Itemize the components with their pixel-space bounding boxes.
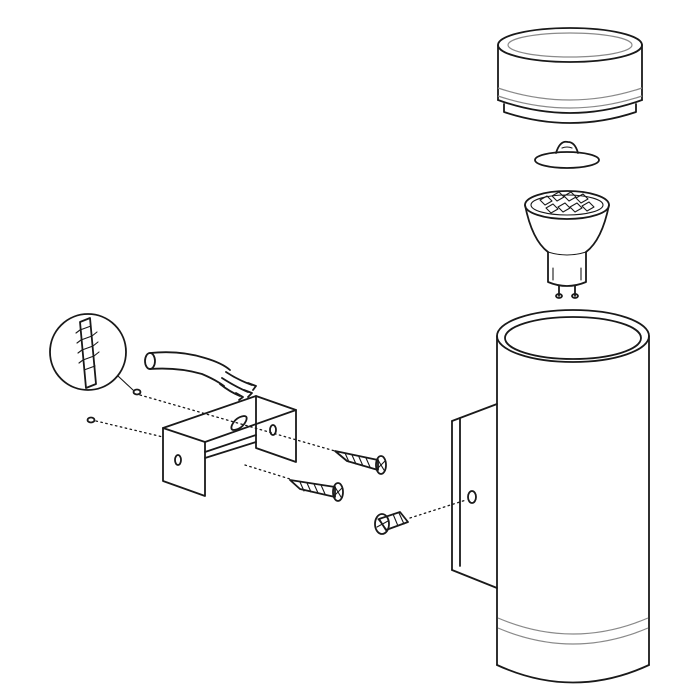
bracket-hole-icon [269, 424, 277, 436]
gu10-pins-icon [555, 285, 579, 299]
plug-mark-icon [132, 388, 142, 396]
led-bulb [524, 190, 610, 299]
mounting-screw [334, 450, 387, 475]
back-plate [451, 403, 498, 589]
lamp-body [496, 309, 650, 684]
mounting-bracket [162, 395, 297, 497]
wall-plug-icon [75, 317, 100, 389]
fixing-screw [374, 499, 467, 535]
lens-cap [497, 27, 643, 124]
screw-hole-icon [467, 490, 477, 504]
bracket-hole-icon [174, 454, 182, 466]
wall-plug-marks [86, 388, 142, 424]
guide-lines [95, 394, 336, 480]
bracket-slot-icon [230, 415, 248, 431]
plug-mark-icon [86, 416, 96, 424]
mounting-screw [289, 479, 344, 502]
power-cable [144, 351, 257, 401]
led-grid-icon [539, 191, 595, 214]
gasket [534, 140, 600, 169]
wall-plug-detail [49, 313, 134, 391]
